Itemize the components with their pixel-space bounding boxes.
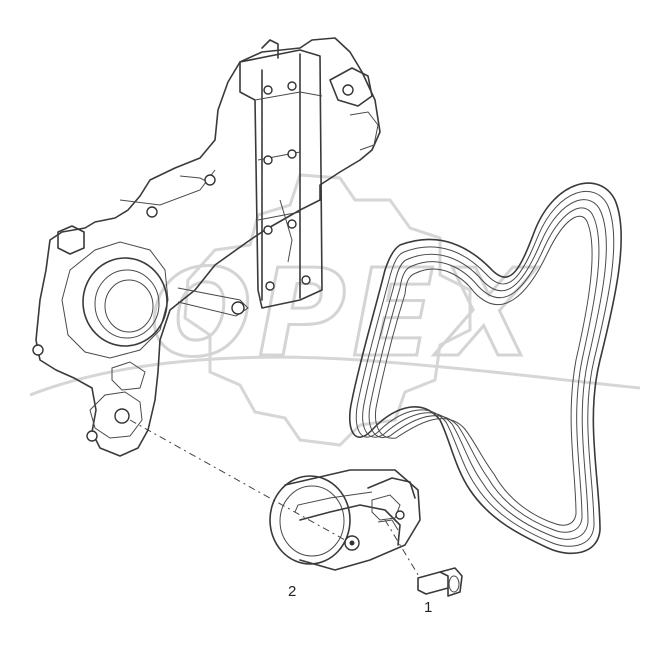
watermark-text: OPEX <box>150 245 538 384</box>
callout-item-1: 1 <box>424 599 432 616</box>
mounting-bracket <box>177 39 323 317</box>
callout-item-2: 2 <box>288 583 296 600</box>
watermark-swoosh <box>29 355 641 397</box>
poly-v-belt <box>348 182 622 555</box>
timing-cover-housing <box>32 37 381 457</box>
watermark-gear-outline <box>183 173 472 447</box>
watermark: OPEX <box>29 173 641 447</box>
assembly-leader-line <box>129 419 346 541</box>
bolt-leader-line <box>384 519 421 579</box>
hex-bolt <box>417 567 463 597</box>
belt-tensioner <box>269 469 421 571</box>
